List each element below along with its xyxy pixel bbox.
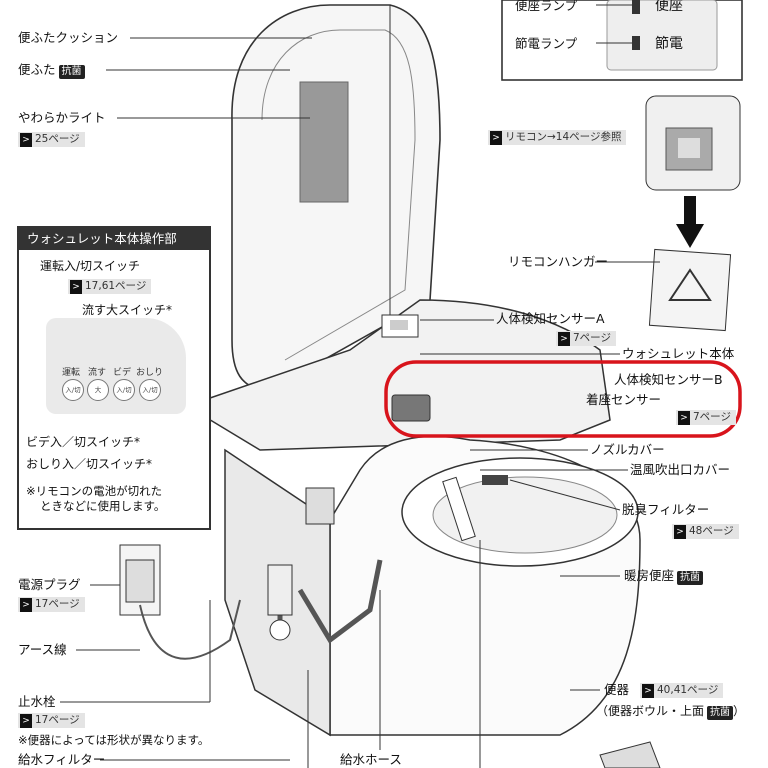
page-ref-icon: > bbox=[678, 411, 690, 425]
page-ref-icon: > bbox=[20, 714, 32, 728]
oshiri-button[interactable]: 入/切 bbox=[139, 379, 161, 401]
page-ref-icon: > bbox=[20, 598, 32, 612]
seat-lamp-text: 便座 bbox=[655, 0, 683, 14]
btn-top-bidet: ビデ bbox=[113, 368, 132, 378]
oshiri-switch-label: おしり入／切スイッチ* bbox=[26, 457, 153, 471]
washlet-body-label: ウォシュレット本体 bbox=[622, 346, 735, 361]
page-ref-icon: > bbox=[490, 131, 502, 145]
soft-light-label: やわらかライト bbox=[18, 110, 106, 125]
saving-lamp-text: 節電 bbox=[655, 36, 683, 52]
bowl-ref: >40,41ページ bbox=[640, 683, 724, 698]
bidet-button[interactable]: 入/切 bbox=[113, 379, 135, 401]
battery-note-1: ※リモコンの電池が切れた bbox=[26, 484, 163, 498]
deodorizer-label: 脱臭フィルター bbox=[622, 502, 710, 517]
battery-note-2: ときなどに使用します。 bbox=[40, 499, 166, 513]
flush-switch-label: 流す大スイッチ* bbox=[82, 303, 173, 317]
plug-ref: >17ページ bbox=[18, 597, 85, 612]
run-switch-label: 運転入/切スイッチ bbox=[40, 259, 141, 273]
soft-light-ref: >25ページ bbox=[18, 132, 85, 147]
deodorizer-ref: >48ページ bbox=[672, 524, 739, 539]
bowl-label: 便器 bbox=[604, 682, 630, 697]
page-ref-icon: > bbox=[558, 332, 570, 346]
sensor-a-ref: >7ページ bbox=[556, 331, 616, 346]
heated-seat-badge: 抗菌 bbox=[677, 571, 704, 585]
btn-top-flush: 流す bbox=[88, 368, 107, 378]
saving-lamp-label: 節電ランプ bbox=[515, 36, 578, 51]
btn-top-run: 運転 bbox=[62, 368, 81, 378]
page-ref-icon: > bbox=[20, 133, 32, 147]
water-filter-label: 給水フィルター bbox=[18, 752, 106, 767]
stop-valve-ref: >17ページ bbox=[18, 713, 85, 728]
lid-label: 便ふた抗菌 bbox=[18, 62, 85, 79]
page-ref-icon: > bbox=[70, 280, 82, 294]
water-hose-label: 給水ホース bbox=[340, 752, 402, 767]
flush-button[interactable]: 大 bbox=[87, 379, 109, 401]
btn-top-oshiri: おしり bbox=[136, 368, 164, 378]
page-ref-icon: > bbox=[642, 684, 654, 698]
nozzle-cover-label: ノズルカバー bbox=[590, 442, 665, 457]
shape-note: ※便器によっては形状が異なります。 bbox=[18, 733, 210, 747]
lid-text: 便ふた bbox=[18, 62, 56, 77]
sensor-a-label: 人体検知センサーA bbox=[496, 311, 605, 326]
sensor-b-label: 人体検知センサーB bbox=[614, 372, 723, 387]
remote-ref: >リモコン→14ページ参照 bbox=[488, 130, 627, 145]
seat-lamp-label: 便座ランプ bbox=[515, 0, 578, 13]
run-button[interactable]: 入/切 bbox=[62, 379, 84, 401]
earth-wire-label: アース線 bbox=[18, 642, 67, 657]
control-panel-title: ウォシュレット本体操作部 bbox=[19, 228, 209, 250]
heated-seat-label: 暖房便座抗菌 bbox=[624, 568, 704, 585]
stop-valve-label: 止水栓 bbox=[18, 694, 56, 709]
plug-label: 電源プラグ bbox=[18, 577, 81, 592]
warm-air-cover-label: 温風吹出口カバー bbox=[630, 462, 731, 477]
bowl-note: （便器ボウル・上面抗菌） bbox=[596, 704, 746, 720]
sensor-b-ref: >7ページ bbox=[676, 410, 736, 425]
seat-sensor-label: 着座センサー bbox=[586, 392, 662, 407]
page-ref-icon: > bbox=[674, 525, 686, 539]
bidet-switch-label: ビデ入／切スイッチ* bbox=[26, 435, 141, 449]
remote-hanger-label: リモコンハンガー bbox=[508, 254, 609, 269]
lid-antibacterial-badge: 抗菌 bbox=[58, 65, 85, 79]
run-switch-ref: >17,61ページ bbox=[68, 279, 152, 294]
bowl-note-badge: 抗菌 bbox=[707, 706, 734, 720]
lid-cushion-label: 便ふたクッション bbox=[18, 30, 119, 45]
